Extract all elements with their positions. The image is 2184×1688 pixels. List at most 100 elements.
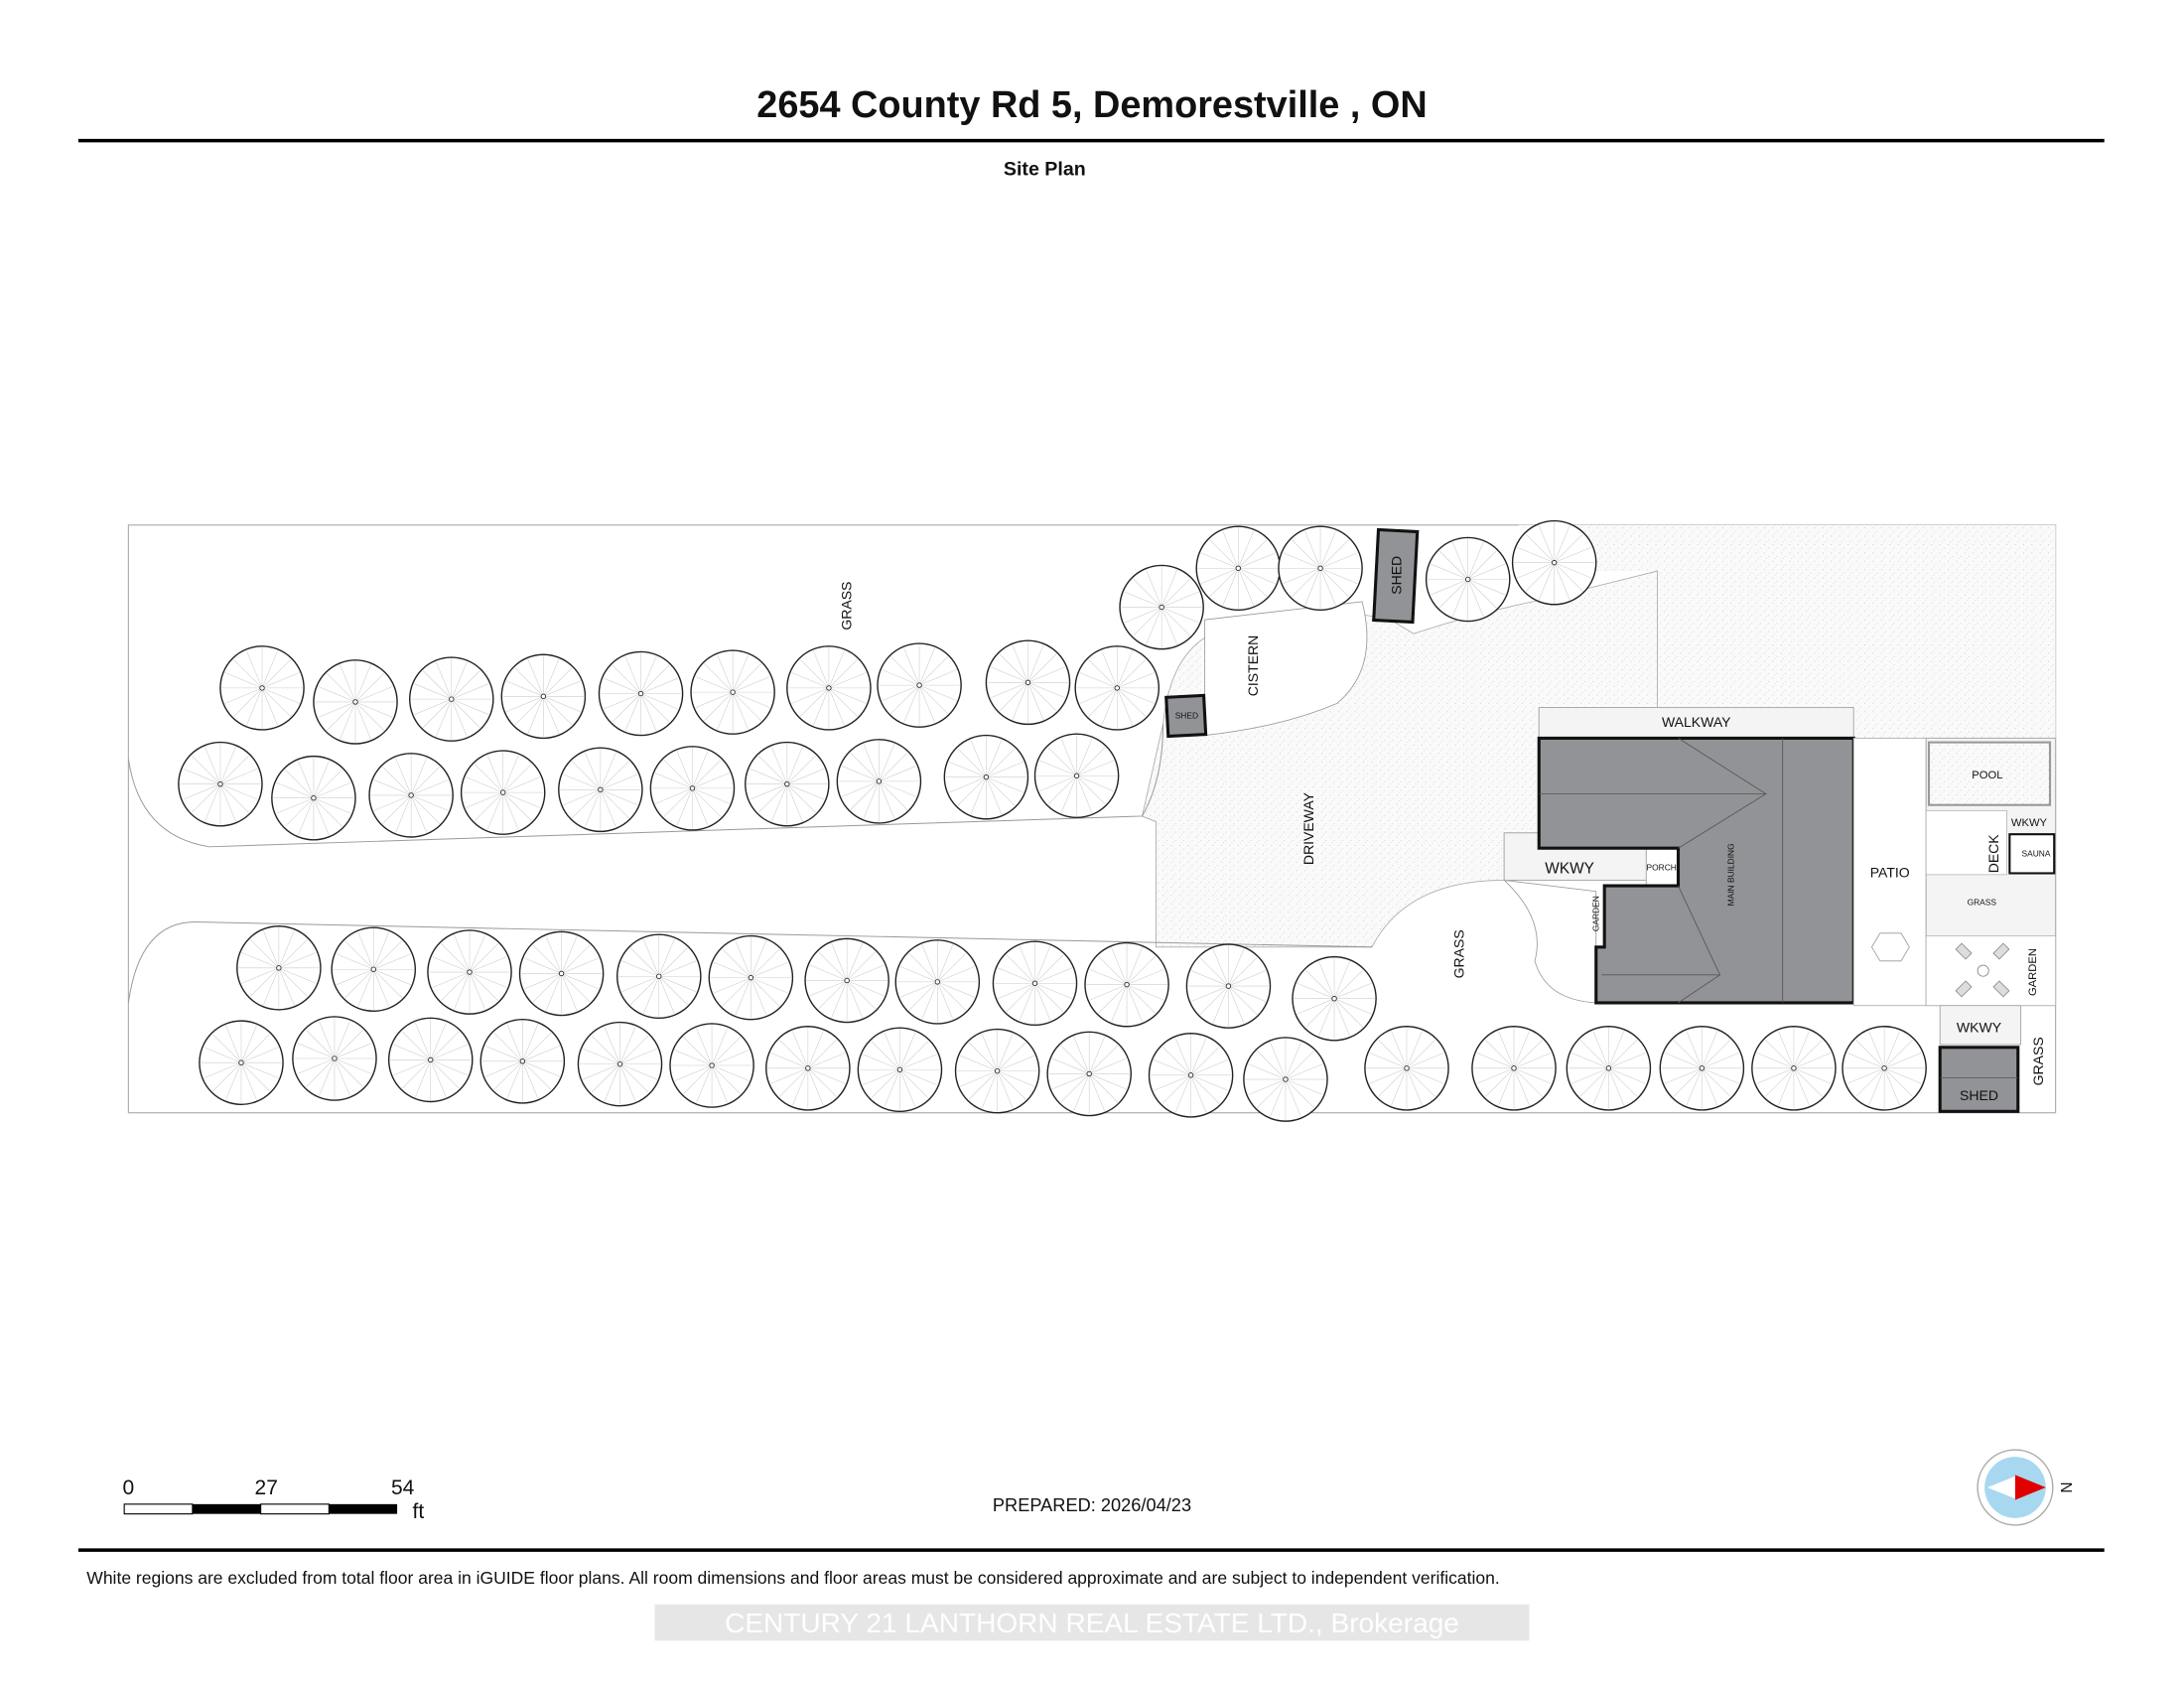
tree-icon: [1566, 1026, 1652, 1111]
tree-icon: [558, 747, 643, 833]
prepared-date: PREPARED: 2026/04/23: [993, 1494, 1191, 1515]
walkway-area: [1538, 707, 1854, 739]
tree-icon: [1195, 525, 1282, 612]
tree-icon: [1511, 519, 1597, 606]
tree-icon: [1148, 1033, 1234, 1118]
tree-icon: [765, 1026, 851, 1111]
tree-icon: [1185, 943, 1272, 1029]
tree-icon: [992, 940, 1078, 1027]
tree-icon: [690, 649, 775, 735]
tree-icon: [271, 755, 356, 841]
tree-icon: [857, 1027, 943, 1113]
shed-top: [1372, 527, 1420, 625]
roof-lines: [1539, 738, 1784, 1004]
trees: [178, 519, 1927, 1122]
tree-icon: [1842, 1026, 1927, 1111]
tree-icon: [877, 642, 962, 728]
cistern-label: CISTERN: [1245, 635, 1261, 697]
tree-icon: [1046, 1031, 1132, 1117]
tree-icon: [460, 750, 546, 835]
tree-icon: [219, 645, 305, 731]
tree-icon: [804, 937, 889, 1024]
tree-icon: [387, 1017, 474, 1103]
scale-tick-54: 54: [391, 1477, 415, 1499]
wkwy-shed-label: WKWY: [1957, 1019, 2002, 1035]
tree-icon: [1659, 1026, 1745, 1111]
main-building-label: MAIN BUILDING: [1726, 843, 1736, 906]
tree-icon: [577, 1021, 663, 1107]
sauna: [2008, 833, 2056, 875]
tree-icon: [669, 1023, 754, 1108]
deck-area: [1925, 809, 2007, 876]
tree-icon: [708, 934, 794, 1021]
tree-icon: [836, 739, 922, 824]
tree-icon: [1074, 645, 1160, 731]
tree-icon: [786, 645, 872, 731]
shed-top-label: SHED: [1388, 556, 1404, 595]
tree-icon: [1364, 1026, 1449, 1111]
tree-icon: [1119, 564, 1204, 650]
tree-icon: [1292, 955, 1377, 1042]
disclaimer-text: White regions are excluded from total fl…: [86, 1568, 1499, 1588]
porch-label: PORCH: [1647, 863, 1677, 873]
tree-icon: [649, 746, 736, 831]
sauna-label: SAUNA: [2022, 849, 2051, 859]
porch-area: [1645, 847, 1679, 887]
tree-icon: [943, 734, 1029, 820]
grass-top-label: GRASS: [838, 582, 854, 631]
tree-icon: [615, 933, 702, 1020]
wkwy-shed-area: [1939, 1005, 2022, 1046]
watermark-text: CENTURY 21 LANTHORN REAL ESTATE LTD., Br…: [725, 1608, 1459, 1638]
tree-icon: [236, 925, 322, 1011]
garden-right-label: GARDEN: [2027, 948, 2039, 996]
tree-icon: [954, 1028, 1040, 1114]
compass-icon: [1977, 1449, 2054, 1526]
tree-icon: [985, 639, 1071, 726]
page-title: 2654 County Rd 5, Demorestville , ON: [756, 84, 1427, 126]
tree-icon: [1425, 536, 1511, 623]
tree-icon: [1243, 1037, 1328, 1122]
garden-right-area: [1925, 935, 2056, 1007]
pool: [1927, 741, 2052, 806]
tree-icon: [479, 1019, 566, 1104]
tree-icon: [292, 1016, 377, 1101]
tree-icon: [518, 930, 605, 1017]
shed-small: [1164, 693, 1208, 739]
property-lane-bottom: [127, 921, 1372, 1003]
walkway-label: WALKWAY: [1662, 714, 1731, 730]
tree-icon: [745, 741, 830, 827]
tree-icon: [1278, 525, 1363, 612]
grass-corner-label: GRASS: [2030, 1037, 2046, 1085]
garden-left-label: GARDEN: [1591, 896, 1601, 931]
tree-icon: [1751, 1026, 1837, 1111]
wkwy-left-label: WKWY: [1545, 860, 1594, 877]
garden-left-area: [1502, 879, 1597, 1004]
yard-area: [1518, 524, 2056, 739]
grass-right-label: GRASS: [1968, 898, 1997, 908]
umbrella-icon: [1870, 932, 1910, 962]
tree-icon: [500, 653, 587, 740]
pool-label: POOL: [1972, 770, 2002, 781]
tree-icon: [427, 929, 512, 1015]
tree-icon: [1084, 941, 1169, 1028]
compass-north-label: N: [2057, 1481, 2074, 1492]
property-lane-top: [127, 724, 1164, 848]
tree-icon: [199, 1020, 284, 1105]
tree-icon: [368, 753, 454, 838]
tree-icon: [409, 656, 494, 742]
patio-label: PATIO: [1870, 865, 1910, 881]
page-subtitle: Site Plan: [1004, 159, 1086, 181]
scale-bar: 0 27 54 ft: [123, 1477, 425, 1523]
shed-bottom-label: SHED: [1960, 1087, 1998, 1103]
scale-tick-0: 0: [123, 1477, 135, 1499]
grass-mid-label: GRASS: [1451, 929, 1467, 978]
driveway-label: DRIVEWAY: [1300, 791, 1316, 865]
tree-icon: [1033, 733, 1120, 819]
deck-label: DECK: [1985, 834, 2001, 874]
scale-unit: ft: [413, 1500, 425, 1523]
shed-small-label: SHED: [1175, 711, 1198, 721]
tree-icon: [1471, 1026, 1557, 1111]
tree-icon: [894, 939, 981, 1025]
